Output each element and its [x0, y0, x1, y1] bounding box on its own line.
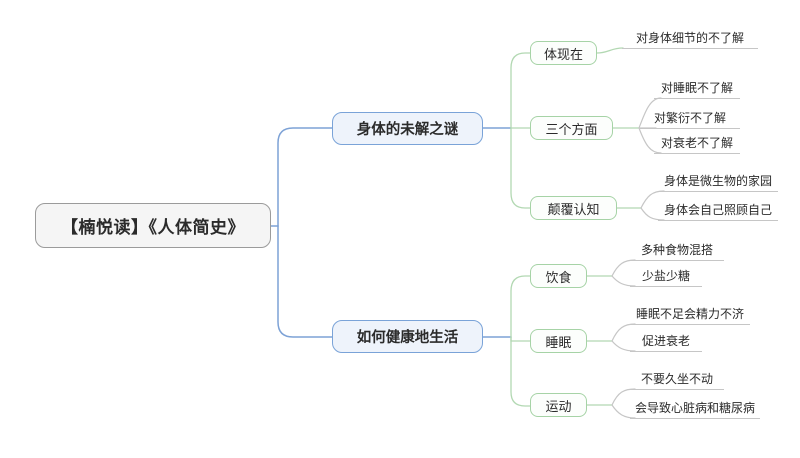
connector-to-subtopic-overturn — [510, 127, 531, 209]
connector-root-to-branch-2 — [277, 225, 333, 338]
leaf-heart-disease-diabetes[interactable]: 会导致心脏病和糖尿病 — [630, 400, 760, 419]
connector-root-to-branch-1 — [277, 127, 333, 227]
leaf-sleep-unknown[interactable]: 对睡眠不了解 — [654, 80, 740, 99]
fork-sleep-down — [611, 340, 636, 352]
leaf-avoid-sitting[interactable]: 不要久坐不动 — [630, 371, 724, 390]
fork-exercise-down — [611, 404, 636, 419]
leaf-body-details-unknown[interactable]: 对身体细节的不了解 — [622, 30, 758, 49]
subtopic-exercise[interactable]: 运动 — [530, 393, 587, 417]
connector-to-subtopic-exercise — [510, 336, 531, 407]
leaf-aging-unknown[interactable]: 对衰老不了解 — [654, 135, 740, 154]
connector-to-subtopic-sleep — [510, 336, 531, 342]
connector-to-subtopic-diet — [510, 275, 531, 338]
leaf-sleep-deprivation[interactable]: 睡眠不足会精力不济 — [630, 306, 750, 325]
leaf-microbe-home[interactable]: 身体是微生物的家园 — [658, 173, 778, 192]
subtopic-manifestation[interactable]: 体现在 — [530, 41, 597, 65]
fork-overturn-down — [640, 207, 665, 221]
leaf-promotes-aging[interactable]: 促进衰老 — [630, 333, 702, 352]
leaf-reproduction-unknown[interactable]: 对繁衍不了解 — [640, 110, 740, 129]
subtopic-diet[interactable]: 饮食 — [530, 264, 587, 288]
branch-healthy-living[interactable]: 如何健康地生活 — [332, 320, 483, 353]
fork-diet-down — [611, 275, 636, 287]
leaf-body-self-care[interactable]: 身体会自己照顾自己 — [658, 202, 778, 221]
leaf-less-salt-sugar[interactable]: 少盐少糖 — [630, 268, 702, 287]
subtopic-three-aspects[interactable]: 三个方面 — [530, 116, 613, 140]
branch-body-mysteries[interactable]: 身体的未解之谜 — [332, 112, 483, 145]
stub-manifestation — [596, 47, 624, 54]
root-topic[interactable]: 【楠悦读】《人体简史》 — [35, 203, 271, 248]
fork-three-aspects-down — [638, 127, 662, 154]
leaf-mixed-foods[interactable]: 多种食物混搭 — [630, 242, 724, 261]
connector-to-subtopic-manifestation — [510, 52, 531, 129]
subtopic-overturn-cognition[interactable]: 颠覆认知 — [530, 196, 617, 220]
subtopic-sleep[interactable]: 睡眠 — [530, 329, 587, 353]
